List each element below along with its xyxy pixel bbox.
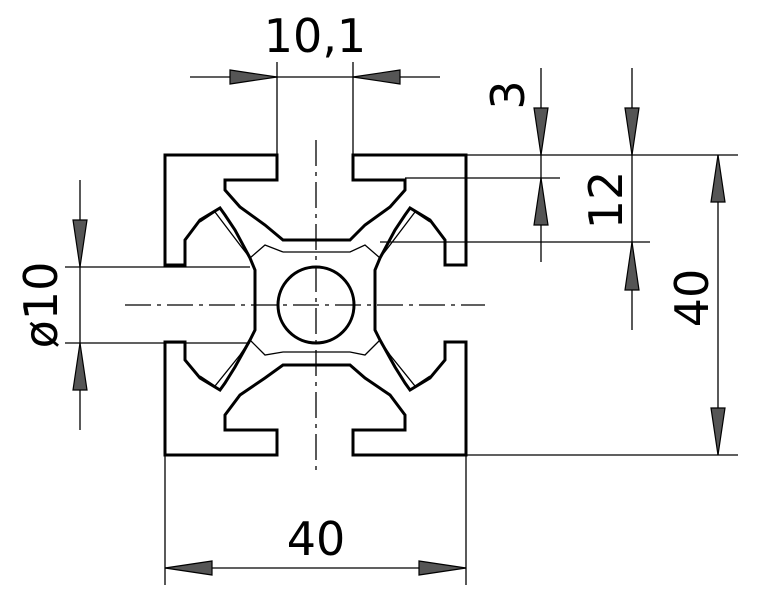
groove-height-label: 12 — [579, 171, 633, 230]
profile-height-label: 40 — [665, 269, 719, 328]
corner-pocket-bl — [199, 339, 251, 387]
bore-arrow-bottom — [72, 342, 88, 391]
corner-pocket-br — [379, 339, 431, 387]
groove-height-arrow-bottom — [624, 241, 640, 291]
slot-depth-arrow-top — [533, 107, 549, 156]
profile-width-arrow-left — [164, 560, 213, 576]
profile-height-arrow-top — [710, 154, 726, 203]
profile-height-arrow-bottom — [710, 407, 726, 456]
corner-pocket-tr — [379, 211, 431, 259]
slot-depth-label: 3 — [481, 80, 535, 109]
groove-height-arrow-top — [624, 107, 640, 156]
slot-depth-arrow-bottom — [533, 177, 549, 226]
profile-width-label: 40 — [287, 512, 346, 566]
corner-pocket-tl — [199, 211, 251, 259]
slot-width-arrow-right — [352, 69, 401, 85]
profile-width-arrow-right — [418, 560, 467, 576]
slot-width-arrow-left — [229, 69, 278, 85]
bore-diameter-label: ø10 — [14, 262, 68, 349]
profile-core-contour — [249, 244, 381, 356]
slot-width-label: 10,1 — [264, 9, 366, 63]
bore-arrow-top — [72, 219, 88, 268]
